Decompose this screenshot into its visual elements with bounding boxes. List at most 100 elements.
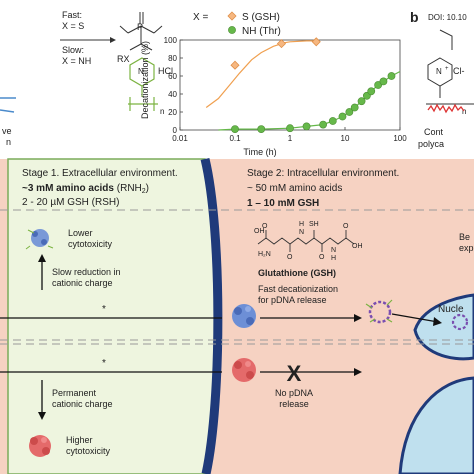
lower-cytotoxicity-line1: Lower bbox=[68, 228, 93, 238]
fast-decationization-line1: Fast decationization bbox=[258, 284, 338, 294]
panel-b-charge: + bbox=[445, 66, 449, 72]
rx-label: RX bbox=[117, 54, 130, 64]
series-2-point bbox=[286, 124, 294, 133]
blue-polyplex bbox=[232, 304, 256, 328]
legend-diamond-marker bbox=[227, 11, 237, 21]
higher-cytotoxicity-polyplex bbox=[29, 435, 51, 457]
mol-h-1: H bbox=[299, 221, 304, 228]
panel-b-n-plus: N bbox=[436, 67, 442, 76]
fast-label: Fast: bbox=[62, 10, 82, 20]
stage2-gsh: 1 – 10 mM GSH bbox=[247, 198, 319, 209]
y-tick-label: 100 bbox=[164, 36, 178, 45]
stage2-title: Stage 2: Intracellular environment. bbox=[247, 168, 399, 179]
series-1-point bbox=[230, 60, 240, 70]
red-polyplex bbox=[232, 358, 256, 382]
mol-o-2: O bbox=[287, 254, 293, 261]
nucleus bbox=[413, 293, 474, 361]
x-tick-label: 0.01 bbox=[172, 134, 188, 143]
nuclear-entry-arrow-head bbox=[433, 317, 442, 326]
series-2-point bbox=[319, 120, 328, 129]
glutathione-structure bbox=[257, 230, 355, 252]
reaction-scheme: Fast: X = S Slow: X = NH ve n P RX bbox=[0, 10, 173, 147]
permanent-charge-arrow-head bbox=[38, 412, 46, 420]
decationization-chart: X = S (GSH) NH (Thr) Decationization (%)… bbox=[140, 11, 407, 157]
fast-decationization-line2: for pDNA release bbox=[258, 295, 327, 305]
series-2-point bbox=[379, 77, 388, 86]
series-1-point bbox=[276, 39, 287, 49]
nuclear-entry-arrow bbox=[391, 313, 439, 323]
glutathione-label: Glutathione (GSH) bbox=[258, 268, 336, 278]
lower-cytotoxicity-line2: cytotoxicity bbox=[68, 239, 113, 249]
blocked-cross-icon: X bbox=[287, 361, 302, 386]
left-fragment-1: ve bbox=[2, 126, 12, 136]
y-tick-label: 0 bbox=[173, 126, 178, 135]
mol-oh-2: OH bbox=[352, 243, 363, 250]
series-2-point bbox=[350, 103, 359, 112]
left-edge-structure-2 bbox=[0, 109, 15, 113]
series-2-point bbox=[345, 108, 354, 116]
mol-h2n: H₂N bbox=[258, 251, 271, 258]
lower-cytotoxicity-polyplex bbox=[25, 229, 54, 250]
upper-star: * bbox=[102, 304, 106, 315]
series-2-point bbox=[357, 97, 366, 106]
legend-series-2: NH (Thr) bbox=[242, 26, 281, 37]
panel-b-trace bbox=[427, 103, 465, 114]
cell-membrane bbox=[200, 157, 223, 474]
plot-frame bbox=[179, 39, 401, 131]
series-2-fit-line bbox=[218, 70, 401, 131]
series-2-point bbox=[231, 125, 239, 134]
stage1-amino-acids: ~3 mM amino acids (RNH2) bbox=[22, 183, 149, 195]
series-2-point bbox=[328, 117, 337, 125]
x-tick-label: 100 bbox=[393, 134, 407, 143]
data-markers bbox=[230, 37, 396, 134]
y-tick-label: 20 bbox=[168, 108, 177, 117]
permanent-charge-line1: Permanent bbox=[52, 388, 97, 398]
legend-series-1: S (GSH) bbox=[242, 12, 280, 23]
panel-b-fragment-1: Cont bbox=[424, 127, 444, 137]
y-tick-label: 80 bbox=[168, 54, 177, 63]
y-axis-label: Decationization (%) bbox=[140, 41, 150, 119]
series-2-point bbox=[338, 112, 347, 121]
panel-b: b DOI: 10.10 N + Cl- n Cont polyca bbox=[410, 9, 474, 149]
mol-n-1: N bbox=[299, 229, 304, 236]
series-1-fit-line bbox=[205, 40, 317, 108]
legend-circle-marker bbox=[228, 26, 236, 34]
right-fragment-1: Be bbox=[459, 232, 470, 242]
mol-oh-1: OH bbox=[254, 228, 265, 235]
panel-b-fragment-2: polyca bbox=[418, 139, 444, 149]
series-2-point bbox=[374, 81, 383, 89]
mol-h-2: H bbox=[331, 255, 336, 262]
legend-prefix: X = bbox=[193, 12, 208, 23]
stage2-amino-acids: ~ 50 mM amino acids bbox=[247, 183, 342, 194]
fit-lines bbox=[205, 40, 401, 131]
slow-reduction-arrow-head bbox=[38, 254, 46, 262]
y-tick-label: 60 bbox=[168, 72, 177, 81]
polymer-n: n bbox=[160, 107, 164, 116]
no-pdna-line1: No pDNA bbox=[275, 388, 313, 398]
nucleus-label: Nucle bbox=[438, 304, 464, 315]
higher-cytotoxicity-line1: Higher bbox=[66, 435, 93, 445]
y-tick-label: 40 bbox=[168, 90, 177, 99]
left-fragment-2: n bbox=[6, 137, 11, 147]
blocked-release-arrow-head bbox=[354, 368, 362, 376]
x-axis-label: Time (h) bbox=[243, 147, 276, 157]
mol-sh: SH bbox=[309, 221, 319, 228]
series-1-point bbox=[311, 37, 321, 47]
phosphorus-atom: P bbox=[137, 22, 143, 32]
mol-o-4: O bbox=[343, 223, 349, 230]
doi-watermark: DOI: 10.10 bbox=[428, 13, 467, 22]
panel-b-label: b bbox=[410, 9, 419, 25]
right-fragment-2: exp bbox=[459, 243, 474, 253]
slow-reduction-line2: cationic charge bbox=[52, 278, 113, 288]
no-pdna-line2: release bbox=[279, 399, 309, 409]
released-pdna bbox=[365, 299, 393, 324]
mol-n-2: N bbox=[331, 247, 336, 254]
series-2-point bbox=[387, 72, 396, 80]
panel-b-ring bbox=[426, 29, 474, 105]
stage1-title: Stage 1. Extracellular environment. bbox=[22, 168, 178, 179]
mol-o-1: O bbox=[262, 223, 268, 230]
fast-release-arrow-head bbox=[354, 314, 362, 322]
slow-reduction-line1: Slow reduction in bbox=[52, 267, 121, 277]
pyridine-structure bbox=[128, 57, 158, 111]
